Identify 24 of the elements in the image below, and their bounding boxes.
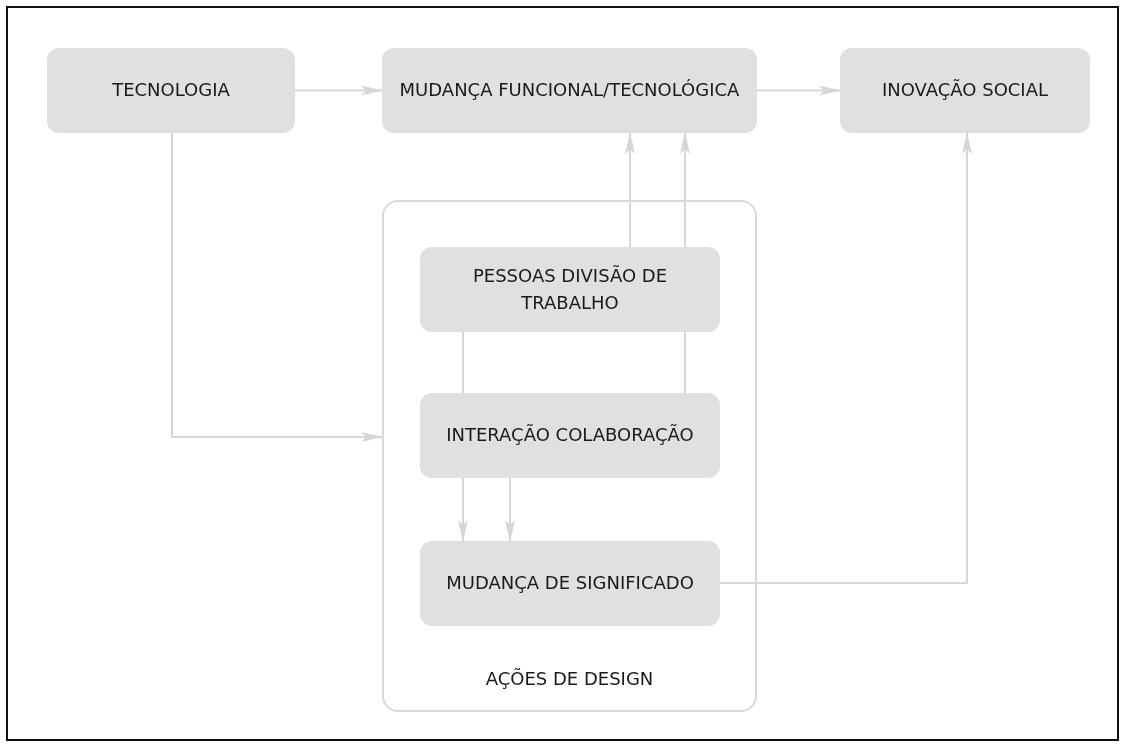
- process-box: [840, 48, 1090, 133]
- arrow: [680, 132, 690, 248]
- box-label: TECNOLOGIA: [112, 78, 230, 103]
- arrow: [458, 477, 468, 542]
- process-box: [420, 247, 720, 332]
- connector-line: [462, 331, 464, 394]
- process-box: [420, 393, 720, 478]
- connector-line: [684, 331, 686, 394]
- process-box: [382, 48, 757, 133]
- arrow: [625, 132, 635, 248]
- box-label: MUDANÇA FUNCIONAL/TECNOLÓGICA: [399, 78, 740, 103]
- group-container: [382, 200, 757, 712]
- arrow: [756, 85, 841, 96]
- arrow: [719, 132, 972, 584]
- box-label: INOVAÇÃO SOCIAL: [881, 78, 1049, 103]
- group-label: AÇÕES DE DESIGN: [485, 666, 654, 691]
- box-label: PESSOAS DIVISÃO DE TRABALHO: [471, 264, 669, 315]
- arrow: [294, 85, 383, 96]
- process-box: [420, 541, 720, 626]
- process-box: [47, 48, 295, 133]
- arrow: [171, 132, 383, 442]
- arrow: [505, 477, 515, 542]
- box-label: MUDANÇA DE SIGNIFICADO: [446, 571, 694, 596]
- box-label: INTERAÇÃO COLABORAÇÃO: [446, 423, 694, 448]
